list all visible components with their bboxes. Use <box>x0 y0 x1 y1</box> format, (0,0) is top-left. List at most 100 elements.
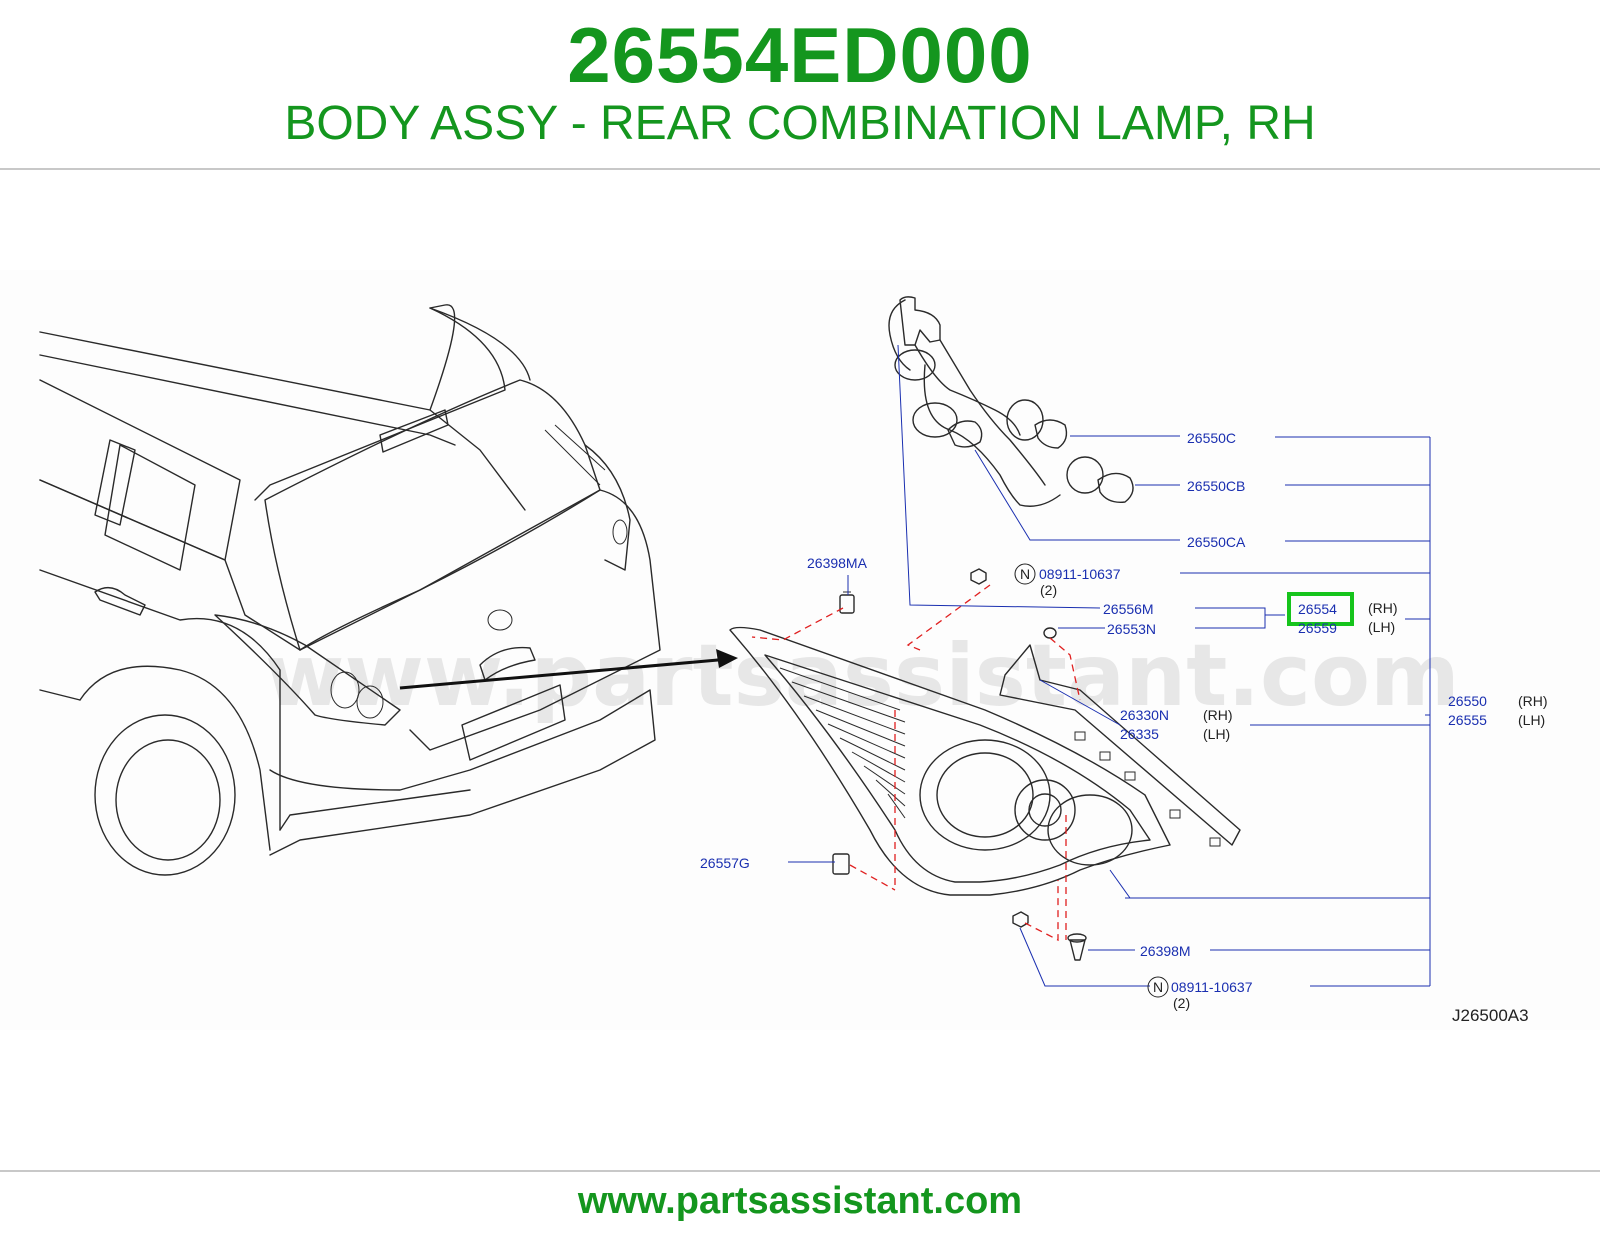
car-rear-side-window <box>104 444 196 571</box>
lamp-reflector-bulb <box>1014 779 1076 841</box>
car-roof-edge <box>39 354 456 446</box>
callout-26555[interactable]: 26555 <box>1448 712 1487 728</box>
harness-wire-3 <box>939 339 1046 486</box>
header-divider <box>0 168 1600 170</box>
car-roof-rear <box>429 304 531 411</box>
car-sill <box>39 689 81 701</box>
callout-26330N[interactable]: 26330N <box>1120 707 1169 723</box>
socket-right <box>1006 399 1044 441</box>
gasket-tab-4 <box>1169 809 1181 819</box>
car-wiper <box>544 424 606 486</box>
harness-wire-1 <box>888 299 911 371</box>
callout-26553N[interactable]: 26553N <box>1107 621 1156 637</box>
callout-08911-10637-bottom[interactable]: 08911-10637 <box>1171 979 1253 995</box>
car-bumper-edge <box>279 789 471 831</box>
socket-lower <box>1066 456 1104 494</box>
callout-26550CB[interactable]: 26550CB <box>1187 478 1245 494</box>
lamp-body-exploded <box>729 626 1241 896</box>
callout-26556M[interactable]: 26556M <box>1103 601 1154 617</box>
gasket-tab-1 <box>1074 731 1086 741</box>
bulb-mid <box>947 420 983 448</box>
car-lamp-lens-1 <box>330 671 360 709</box>
side-26559: (LH) <box>1368 619 1395 635</box>
footer-divider <box>0 1170 1600 1172</box>
car-license-plate <box>461 684 566 761</box>
callout-26398M[interactable]: 26398M <box>1140 943 1191 959</box>
diagram-reference-code: J26500A3 <box>1452 1006 1529 1025</box>
lamp-reflector-right <box>1047 794 1133 866</box>
car-side-panel <box>39 569 281 831</box>
callout-26559[interactable]: 26559 <box>1298 620 1337 636</box>
callout-26550[interactable]: 26550 <box>1448 693 1487 709</box>
lamp-inner-rim <box>764 654 1151 883</box>
car-lamp-lens-2 <box>356 685 384 719</box>
dash-nut-bottom <box>1024 880 1059 942</box>
callout-labels: 26550C 26550CB 26550CA 26398MA N 08911-1… <box>700 430 1548 1025</box>
side-26555: (LH) <box>1518 712 1545 728</box>
callout-26335[interactable]: 26335 <box>1120 726 1159 742</box>
screw-head <box>1067 933 1087 943</box>
car-tail-lamp <box>214 614 401 726</box>
page-header: 26554ED000 BODY ASSY - REAR COMBINATION … <box>0 0 1600 170</box>
harness-connector <box>899 296 941 346</box>
callout-26550CA[interactable]: 26550CA <box>1187 534 1246 550</box>
callout-leaders <box>788 344 1431 987</box>
lamp-bulb-hole <box>1028 793 1062 827</box>
watermark-text: www.partsassistant.com <box>265 626 1460 726</box>
car-pillar <box>94 439 136 526</box>
pointer-arrow <box>399 649 738 690</box>
note-circle-bottom <box>1147 976 1169 998</box>
car-emblem <box>487 609 513 631</box>
clip-26398MA <box>839 594 855 614</box>
harness-assembly <box>888 296 1134 507</box>
qty-bottom: (2) <box>1173 995 1190 1011</box>
screw-26398M <box>1069 939 1086 961</box>
bulb-right <box>1034 419 1068 449</box>
car-hatch-handle <box>479 646 536 681</box>
dash-clip-top <box>751 607 844 641</box>
car-roof-line <box>39 331 526 511</box>
callout-08911-10637-top[interactable]: 08911-10637 <box>1039 566 1121 582</box>
lamp-gasket-seal <box>999 644 1241 846</box>
car-door-handle <box>94 587 146 616</box>
note-n-symbol-bottom: N <box>1153 979 1163 995</box>
nut-bottom <box>1012 911 1029 928</box>
footer-website-link[interactable]: www.partsassistant.com <box>577 1180 1023 1222</box>
side-26550: (RH) <box>1518 693 1548 709</box>
dash-nut-top <box>906 584 991 651</box>
car-belt-line <box>39 479 301 651</box>
car-rear-bumper <box>269 689 656 856</box>
lamp-grille <box>779 667 906 819</box>
callout-26398MA[interactable]: 26398MA <box>807 555 868 571</box>
car-wheel-rim <box>115 739 221 861</box>
note-circle-top <box>1014 563 1036 585</box>
side-26554: (RH) <box>1368 600 1398 616</box>
diagram-panel <box>0 270 1600 1030</box>
side-26335: (LH) <box>1203 726 1230 742</box>
lamp-reflector-inner <box>936 752 1034 838</box>
harness-wire-2 <box>914 344 1021 436</box>
nut-top <box>970 568 987 585</box>
callout-26557G[interactable]: 26557G <box>700 855 750 871</box>
lamp-outer-lens <box>729 626 1171 896</box>
side-26330N: (RH) <box>1203 707 1233 723</box>
car-hatch <box>299 489 661 751</box>
car-illustration <box>39 304 661 876</box>
socket-upper <box>894 349 936 381</box>
callout-26550C[interactable]: 26550C <box>1187 430 1236 446</box>
part-number-title: 26554ED000 <box>567 11 1033 99</box>
callout-26554[interactable]: 26554 <box>1298 601 1337 617</box>
gasket-tab-3 <box>1124 771 1136 781</box>
car-spoiler <box>254 307 506 501</box>
bulb-lower <box>1097 472 1134 503</box>
gasket-tab-2 <box>1099 751 1111 761</box>
assembly-dashed-lines <box>751 584 1081 942</box>
dash-clip-bottom <box>849 864 896 891</box>
car-rear-wheel <box>94 714 236 876</box>
harness-wire-4 <box>923 364 1061 507</box>
qty-top: (2) <box>1040 582 1057 598</box>
socket-mid <box>912 402 958 438</box>
selected-part-highlight <box>1287 592 1354 626</box>
hardware-parts <box>832 568 1087 961</box>
car-right-lamp <box>584 444 631 571</box>
